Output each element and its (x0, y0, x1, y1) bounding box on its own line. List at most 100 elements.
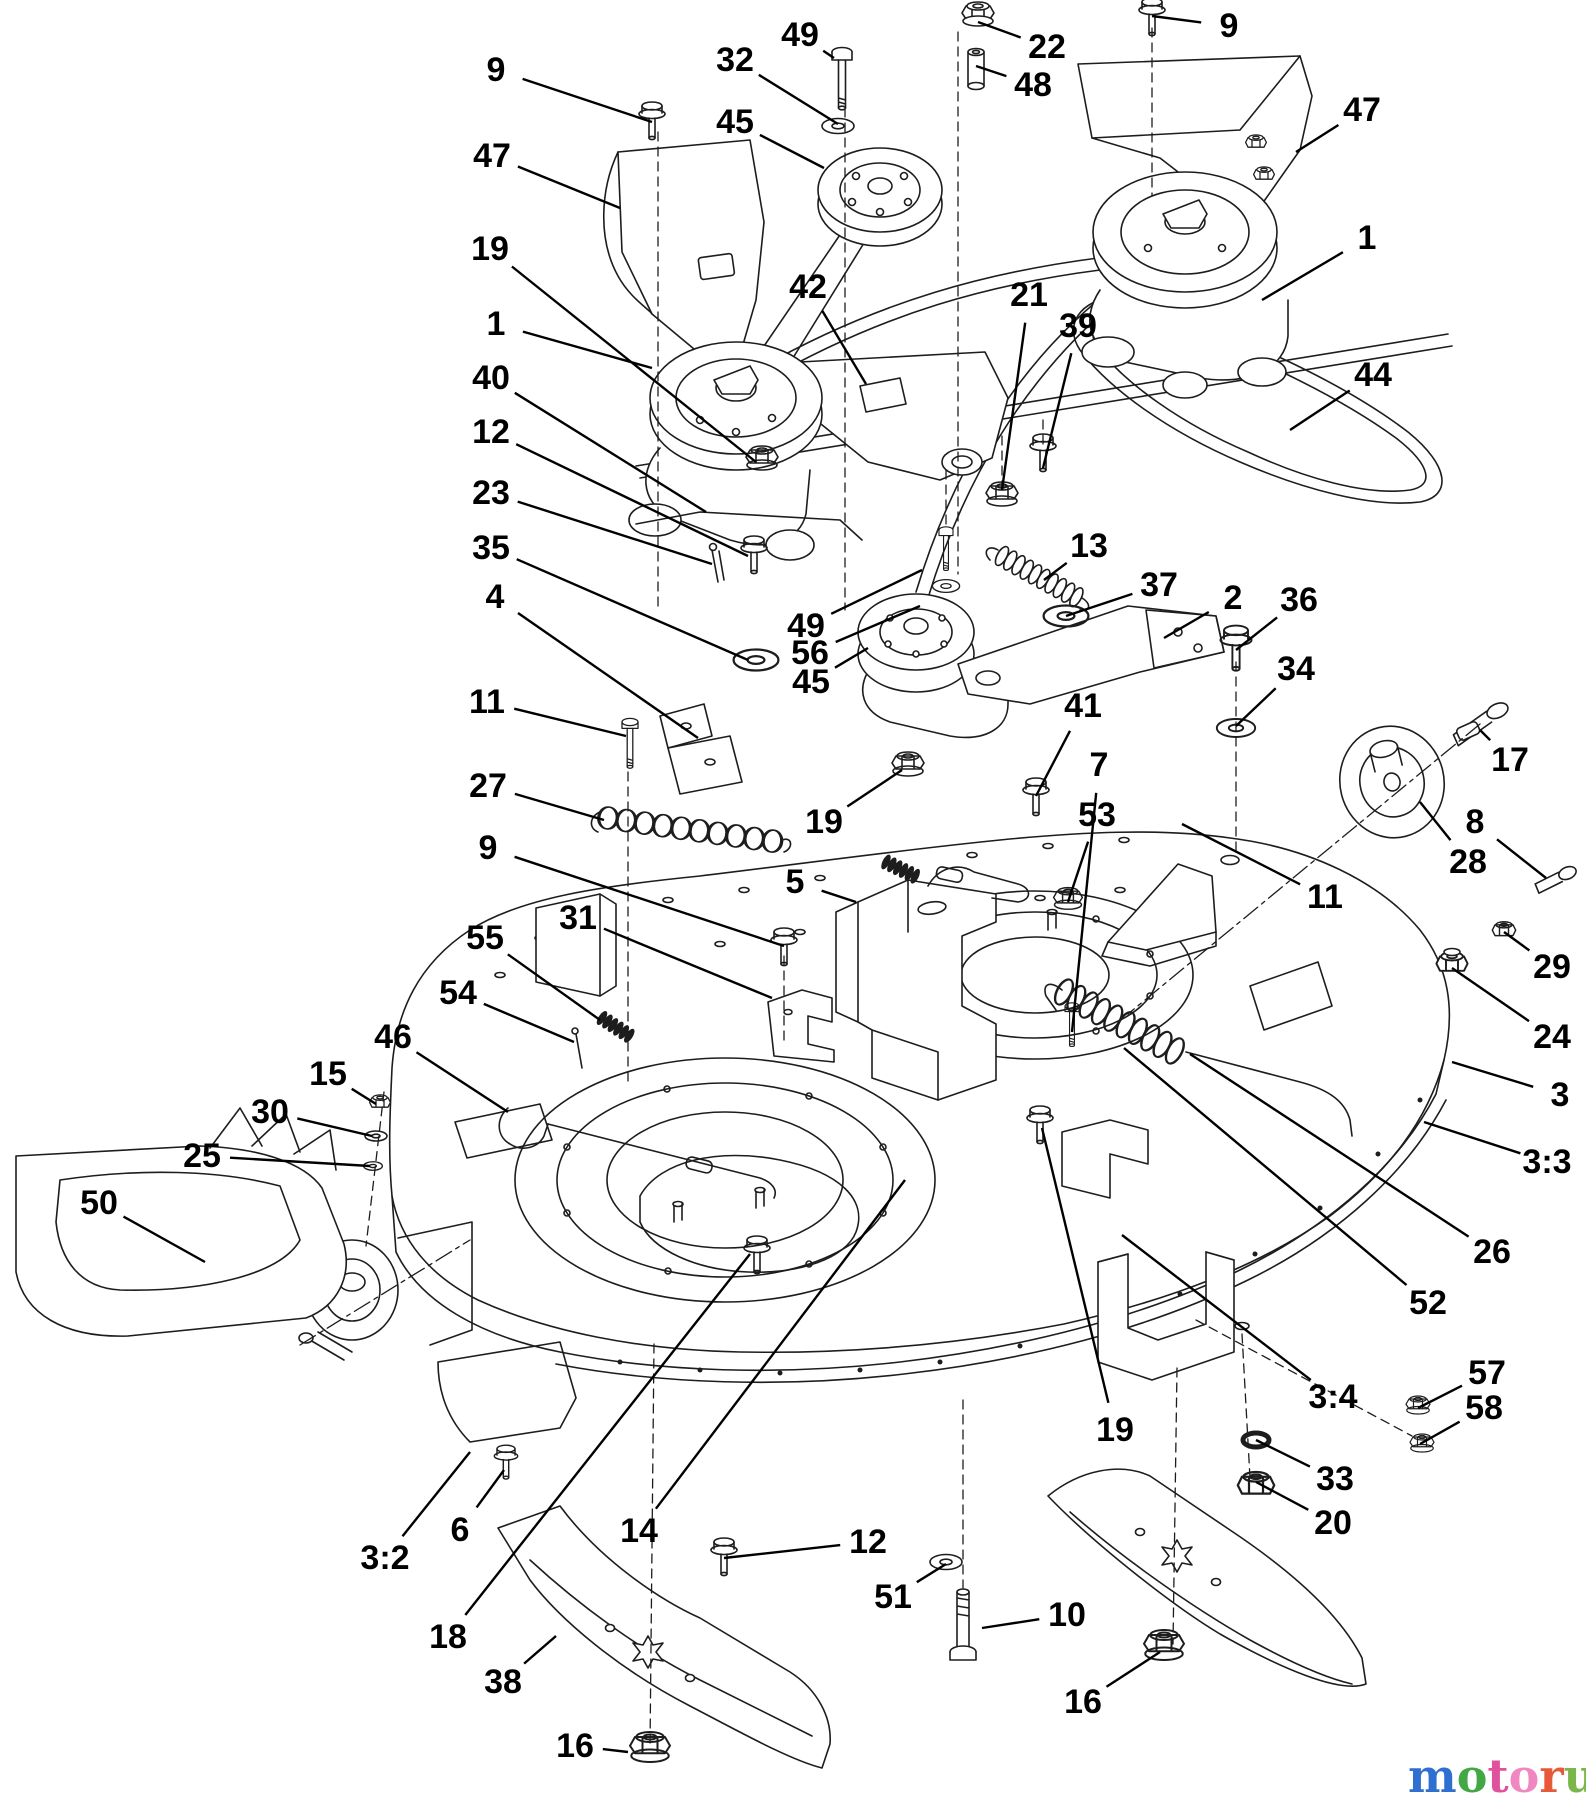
callout-leader-45-idler (759, 133, 825, 170)
callout-label-45-idler: 45 (716, 103, 754, 141)
callout-label-27: 27 (469, 767, 507, 805)
callout-leader-4 (517, 612, 699, 739)
channel-bracket-right (1097, 1251, 1235, 1381)
callout-label-31: 31 (559, 899, 597, 937)
callout-leader-53 (1066, 841, 1090, 903)
callout-leader-16-right (1105, 1650, 1161, 1688)
callout-leader-34 (1235, 687, 1277, 727)
spindle-center (857, 526, 1009, 739)
callout-label-16-right: 16 (1064, 1683, 1102, 1721)
callout-leader-7 (1070, 792, 1098, 1033)
callout-leader-5 (821, 889, 857, 904)
blade-left-38 (497, 1505, 831, 1769)
watermark-letter: u (1564, 1749, 1586, 1800)
callout-label-8: 8 (1466, 803, 1485, 841)
callout-leader-52 (1123, 1047, 1408, 1286)
callout-label-9-top-right: 9 (1220, 7, 1239, 45)
nut-29 (1491, 921, 1517, 937)
spindle-right (1081, 171, 1289, 399)
callout-label-1-left-spindle: 1 (487, 305, 506, 343)
callout-label-39: 39 (1059, 307, 1097, 345)
callout-leader-3 (1451, 1060, 1534, 1088)
callout-label-50: 50 (80, 1184, 118, 1222)
axle-centerline-left (299, 1239, 471, 1346)
callout-label-36: 36 (1280, 581, 1318, 619)
callout-label-13: 13 (1070, 527, 1108, 565)
callout-label-7: 7 (1090, 746, 1109, 784)
bolt-6 (493, 1444, 519, 1480)
watermark-letter: t (1487, 1749, 1509, 1800)
callout-label-30: 30 (251, 1093, 289, 1131)
callout-label-25: 25 (183, 1137, 221, 1175)
callout-leader-9-top-right (1151, 14, 1202, 24)
callout-label-24: 24 (1533, 1018, 1571, 1056)
belt-guard-47 (1077, 55, 1313, 207)
callout-label-17: 17 (1491, 741, 1529, 779)
callout-leader-21 (1000, 322, 1027, 491)
callout-leader-45-mid (834, 646, 869, 669)
callout-leader-50 (122, 1215, 206, 1264)
callout-leader-10 (981, 1618, 1040, 1630)
callout-label-49-mid: 49 (787, 607, 825, 645)
callout-leader-16-left (602, 1747, 629, 1754)
callout-leader-18 (464, 1253, 751, 1616)
watermark-letter: o (1509, 1749, 1540, 1800)
callout-leader-22 (977, 20, 1022, 39)
callout-leader-13 (1043, 561, 1068, 581)
callout-label-56: 56 (791, 634, 829, 672)
callout-leader-36 (1235, 616, 1278, 651)
callout-label-51: 51 (874, 1578, 912, 1616)
callout-leader-6 (475, 1469, 505, 1509)
callout-leader-56 (835, 604, 921, 644)
callout-layer: 9471914012233541127931555446153025504932… (80, 7, 1571, 1765)
callout-label-6: 6 (451, 1511, 470, 1549)
cotter-pin-23 (708, 542, 725, 583)
callout-leader-2 (1163, 610, 1210, 640)
callout-leader-49-mid (830, 568, 923, 615)
axle-bolt-17 (1452, 702, 1509, 747)
callout-leader-33 (1255, 1438, 1311, 1468)
nut-24 (1435, 947, 1469, 972)
callout-label-23: 23 (472, 474, 510, 512)
chute-rod-46 (498, 1107, 776, 1199)
callout-label-28: 28 (1449, 843, 1487, 881)
callout-leader-15 (351, 1087, 377, 1106)
callout-label-46: 46 (374, 1018, 412, 1056)
callout-label-58: 58 (1465, 1389, 1503, 1427)
callout-label-4: 4 (486, 578, 505, 616)
callout-leader-30 (297, 1117, 373, 1138)
callout-leader-3-3 (1423, 1120, 1521, 1155)
callout-label-22: 22 (1028, 28, 1066, 66)
callout-leader-26 (1189, 1052, 1470, 1238)
callout-label-38: 38 (484, 1663, 522, 1701)
callout-label-44: 44 (1354, 356, 1392, 394)
callout-label-19-upper-left: 19 (471, 230, 509, 268)
callout-leader-51 (916, 1562, 947, 1584)
callout-leader-24 (1451, 967, 1530, 1023)
pin-54 (571, 1027, 583, 1069)
callout-label-19-mid: 19 (805, 803, 843, 841)
spring-27 (590, 804, 792, 855)
channel-bracket-left (535, 893, 617, 997)
callout-leader-54 (483, 1002, 575, 1044)
callout-label-47-guard: 47 (1343, 91, 1381, 129)
callout-leader-49-top (822, 49, 835, 59)
callout-leader-19-upper-left (511, 265, 757, 463)
callout-leader-17 (1479, 729, 1492, 742)
callout-leader-3-2 (401, 1451, 471, 1537)
callout-label-37: 37 (1140, 566, 1178, 604)
deck-lift-spring (1044, 975, 1353, 1137)
bolt-41 (1022, 777, 1050, 817)
callout-leader-55 (507, 953, 601, 1021)
callout-leader-8 (1496, 838, 1547, 879)
callout-label-2: 2 (1224, 579, 1243, 617)
callout-label-48: 48 (1014, 66, 1052, 104)
callout-leader-37 (1065, 592, 1133, 618)
callout-leader-40 (514, 391, 707, 514)
bolt-8 (1534, 865, 1577, 895)
idler-bracket-5 (835, 879, 997, 1101)
watermark-logo[interactable]: motoruf.de (1408, 1749, 1586, 1800)
callout-label-14: 14 (620, 1512, 658, 1550)
